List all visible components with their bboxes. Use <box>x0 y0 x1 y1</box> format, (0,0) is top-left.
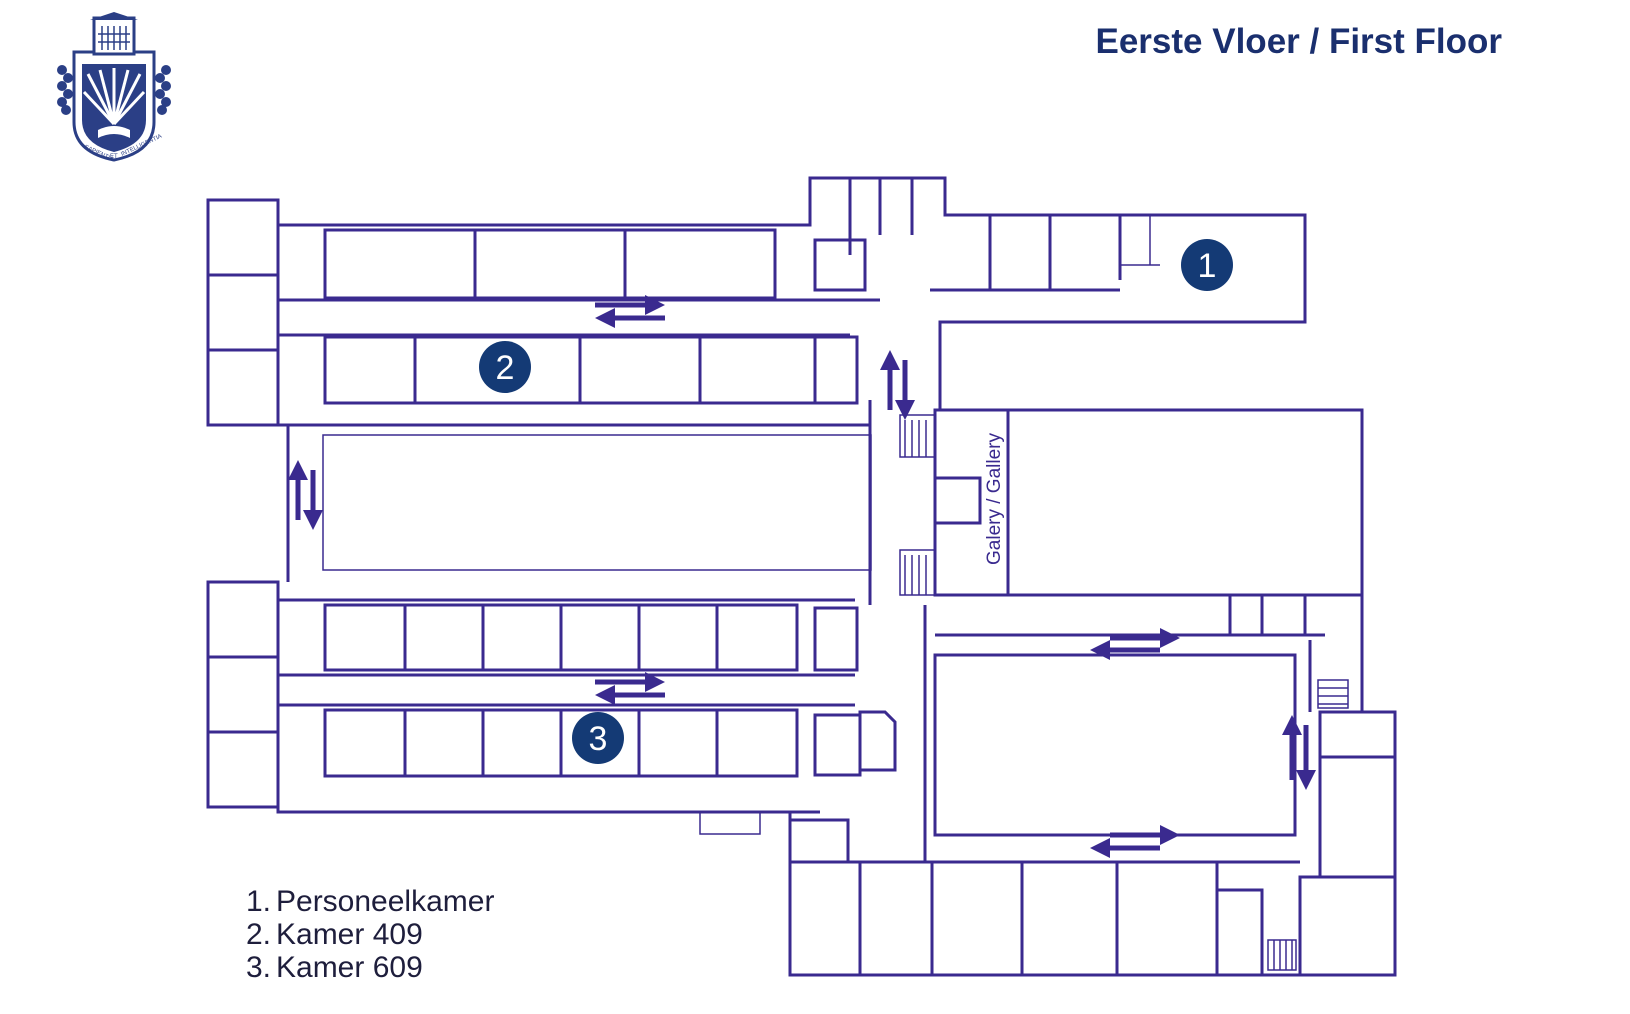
marker-2-label: 2 <box>496 349 515 387</box>
arrow-east-hall-bottom <box>1090 825 1180 858</box>
marker-3-label: 3 <box>589 720 608 758</box>
west-rooms-lower <box>206 580 280 809</box>
marker-3: 3 <box>572 712 624 764</box>
marker-1: 1 <box>1181 239 1233 291</box>
east-block <box>899 408 1364 597</box>
legend-label: Kamer 609 <box>276 951 423 984</box>
legend-item: 3.Kamer 609 <box>246 951 494 984</box>
arrow-north-corridor <box>595 295 665 328</box>
marker-1-label: 1 <box>1198 247 1217 285</box>
gallery-label: Galery / Gallery <box>984 433 1005 565</box>
north-wing <box>278 176 1307 427</box>
crest-motto-middle: ET <box>110 154 118 160</box>
room-legend: 1.Personeelkamer 2.Kamer 409 3.Kamer 609 <box>246 885 494 984</box>
legend-label: Personeelkamer <box>276 885 495 918</box>
east-wing <box>923 593 1397 977</box>
west-rooms-upper <box>206 198 280 427</box>
arrow-south-corridor <box>595 672 665 705</box>
south-east-block <box>788 812 1300 977</box>
arrow-east-hall-right <box>1282 715 1316 790</box>
legend-item: 2.Kamer 409 <box>246 918 494 951</box>
legend-number: 1. <box>246 885 272 918</box>
legend-item: 1.Personeelkamer <box>246 885 494 918</box>
school-crest-logo: SAPIENTIA ET INTELLIGENTIA <box>57 12 171 162</box>
arrow-stair-corridor <box>880 350 915 420</box>
legend-number: 2. <box>246 918 272 951</box>
legend-number: 3. <box>246 951 272 984</box>
floor-title: Eerste Vloer / First Floor <box>1095 22 1503 61</box>
legend-label: Kamer 409 <box>276 918 423 951</box>
south-wing <box>276 598 897 835</box>
marker-2: 2 <box>479 341 531 393</box>
arrow-east-hall-top <box>1090 628 1180 660</box>
arrow-west-corridor <box>288 460 323 530</box>
courtyard <box>286 400 872 605</box>
